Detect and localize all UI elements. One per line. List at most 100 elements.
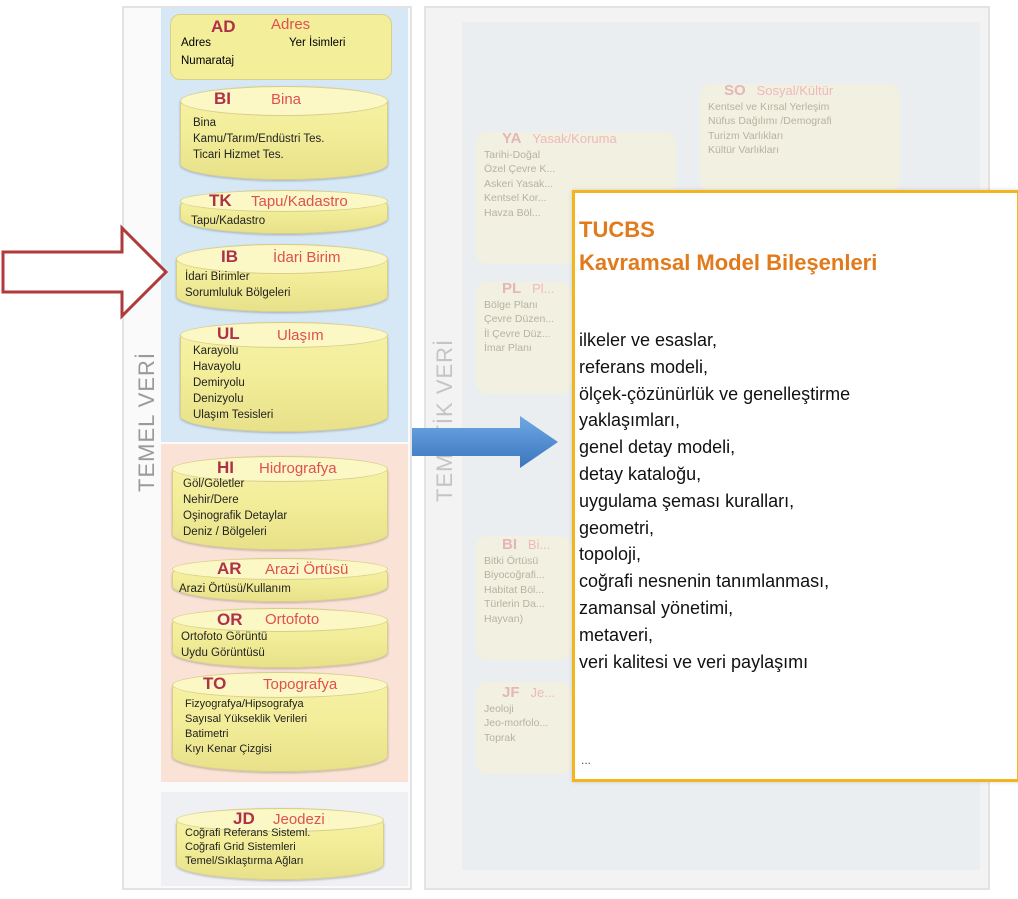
group-name: Bi...	[527, 537, 551, 552]
cylinder-ib: IB İdari Birim İdari Birimler Sorumluluk…	[176, 244, 388, 312]
group-item: Biyocoğrafi...	[484, 569, 545, 581]
group-item: Tapu/Kadastro	[191, 215, 266, 227]
temel-veri-label: TEMEL VERİ	[134, 352, 159, 492]
group-name: Topografya	[263, 676, 338, 693]
faded-cylinder-pl	[476, 282, 572, 394]
group-items: Bina Kamu/Tarım/Endüstri Tes. Ticari Hiz…	[193, 115, 324, 163]
group-item: Demiryolu	[193, 377, 245, 389]
group-code: TO	[203, 674, 227, 693]
list-item: genel detay modeli,	[579, 437, 736, 458]
group-code: PL	[502, 280, 522, 297]
group-code: TK	[209, 191, 232, 210]
list-item: yaklaşımları,	[579, 410, 681, 431]
cylinder-or: OR Ortofoto Ortofoto Görüntü Uydu Görünt…	[172, 608, 388, 668]
blue-arrow-icon	[412, 416, 558, 468]
faded-cylinder-so	[700, 84, 900, 194]
group-item: Yer İsimleri	[289, 37, 346, 49]
group-item: Temel/Sıklaştırma Ağları	[185, 855, 304, 867]
group-name: Adres	[271, 16, 311, 33]
group-code: JD	[233, 809, 255, 828]
list-item: zamansal yönetimi,	[579, 597, 734, 618]
group-item: Turizm Varlıkları	[708, 129, 784, 142]
group-item: Ulaşım Tesisleri	[193, 409, 274, 421]
group-item: Jeo-morfolo...	[484, 717, 549, 729]
list-item: uygulama şeması kuralları,	[579, 490, 795, 511]
cylinder-ul: UL Ulaşım Karayolu Havayolu Demiryolu De…	[180, 322, 388, 432]
group-item: Bitki Örtüsü	[484, 554, 539, 567]
cylinder-hi: HI Hidrografya Göl/Göletler Nehir/Dere O…	[172, 456, 388, 550]
faded-group-bi: BI Bi... Bitki Örtüsü Biyocoğrafi... Hab…	[484, 537, 551, 626]
group-name: Pl...	[532, 281, 555, 296]
group-item: Habitat Böl...	[484, 583, 545, 596]
cylinder-ar: AR Arazi Örtüsü Arazi Örtüsü/Kullanım	[172, 558, 388, 602]
group-item: Batimetri	[185, 728, 229, 740]
group-item: Çevre Düzen...	[484, 313, 555, 325]
group-item: Nüfus Dağılımı /Demografi	[708, 115, 832, 127]
list-item: topoloji,	[579, 544, 642, 565]
group-item: İmar Planı	[484, 342, 532, 354]
group-name: Arazi Örtüsü	[265, 561, 349, 578]
group-name: Ortofoto	[265, 611, 320, 628]
callout-list: ilkeler ve esaslar, referans modeli, ölç…	[579, 327, 850, 675]
group-item: Coğrafi Grid Sistemleri	[185, 841, 296, 853]
group-code: IB	[221, 247, 238, 266]
group-item: Toprak	[484, 731, 516, 744]
group-item: Bölge Planı	[484, 298, 538, 311]
group-item: Hayvan)	[484, 612, 524, 625]
group-name: Yasak/Koruma	[532, 131, 617, 146]
group-item: Fizyografya/Hipsografya	[185, 698, 304, 710]
group-code: UL	[217, 324, 240, 343]
group-name: Je...	[530, 685, 556, 700]
group-code: BI	[214, 89, 231, 108]
group-item: Ortofoto Görüntü	[181, 631, 268, 643]
group-code: JF	[502, 684, 520, 701]
group-item: Jeoloji	[484, 702, 514, 715]
group-code: HI	[217, 458, 234, 477]
callout-box: TUCBS Kavramsal Model Bileşenleri ilkele…	[572, 190, 1018, 782]
group-item: Özel Çevre K...	[484, 163, 556, 175]
group-item: Arazi Örtüsü/Kullanım	[179, 583, 291, 595]
group-item: Numarataj	[181, 55, 235, 67]
group-items: Fizyografya/Hipsografya Sayısal Yüksekli…	[185, 697, 307, 757]
group-item: Kıyı Kenar Çizgisi	[185, 743, 272, 755]
callout-ellipsis: ...	[581, 753, 592, 767]
group-item: Karayolu	[193, 345, 239, 357]
list-item: ilkeler ve esaslar,	[579, 330, 718, 350]
cylinder-tk: TK Tapu/Kadastro Tapu/Kadastro	[180, 190, 388, 234]
outline-arrow-icon	[1, 224, 169, 320]
group-item: Adres	[181, 37, 212, 49]
group-code: YA	[502, 130, 522, 147]
group-name: Bina	[271, 91, 302, 108]
list-item: detay kataloğu,	[579, 463, 702, 484]
faded-group-so: SO Sosyal/Kültür Kentsel ve Kırsal Yerle…	[708, 82, 833, 158]
group-name: Ulaşım	[277, 327, 324, 344]
faded-group-jf: JF Je... Jeoloji Jeo-morfolo... Toprak	[484, 684, 556, 745]
list-item: referans modeli,	[579, 356, 709, 377]
group-item: Denizyolu	[193, 393, 244, 405]
group-name: Hidrografya	[259, 460, 337, 477]
callout-title: TUCBS Kavramsal Model Bileşenleri	[579, 213, 877, 279]
group-items: Coğrafi Referans Sisteml. Coğrafi Grid S…	[185, 826, 310, 868]
callout-title-line1: TUCBS	[579, 217, 655, 242]
group-item: Bina	[193, 117, 217, 129]
group-item: Göl/Göletler	[183, 478, 245, 490]
group-item: İl Çevre Düz...	[484, 327, 551, 340]
group-items: Arazi Örtüsü/Kullanım	[179, 581, 291, 597]
group-items: Göl/Göletler Nehir/Dere Oşinografik Deta…	[183, 476, 287, 540]
group-code: SO	[724, 82, 746, 99]
group-items: Tapu/Kadastro	[191, 213, 265, 229]
group-items: Ortofoto Görüntü Uydu Görüntüsü	[181, 629, 267, 661]
group-item: Askeri Yasak...	[484, 177, 554, 190]
group-code: OR	[217, 610, 243, 629]
group-item: Deniz / Bölgeleri	[183, 526, 267, 538]
callout-title-line2: Kavramsal Model Bileşenleri	[579, 250, 878, 275]
faded-group-ya: YA Yasak/Koruma Tarihi-Doğal Özel Çevre …	[484, 130, 617, 220]
group-item: Havayolu	[193, 361, 241, 373]
group-items: Karayolu Havayolu Demiryolu Denizyolu Ul…	[193, 343, 273, 423]
list-item: coğrafi nesnenin tanımlanması,	[579, 571, 830, 592]
group-item: Ticari Hizmet Tes.	[193, 149, 284, 161]
group-code: AD	[211, 17, 236, 36]
group-item: Tarihi-Doğal	[484, 148, 541, 161]
group-item: Uydu Görüntüsü	[181, 647, 265, 659]
group-name: Jeodezi	[273, 811, 325, 828]
